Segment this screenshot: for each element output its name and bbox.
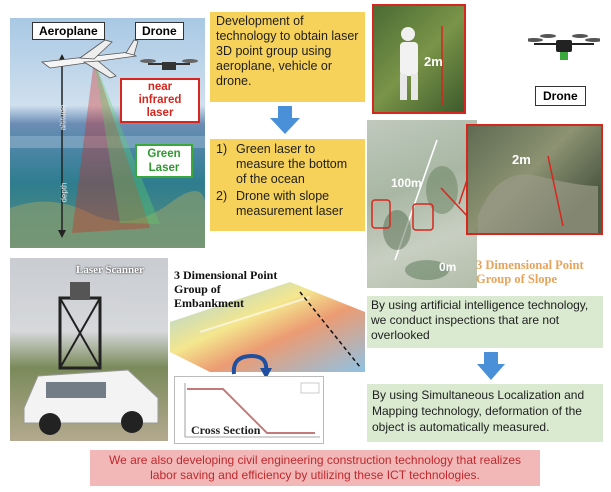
slam-text: By using Simultaneous Localization and M… [372, 388, 585, 434]
aerial-laser-photo: Aeroplane Drone near infrared laser Gree… [10, 18, 205, 248]
down-arrow-icon [477, 352, 505, 380]
cross-section-line [184, 382, 320, 438]
zero-m-label: 0m [439, 260, 457, 274]
slam-box: By using Simultaneous Localization and M… [367, 384, 603, 442]
drone-label: Drone [135, 22, 184, 40]
embankment-point-cloud: 3 Dimensional Point Group of Embankment [170, 262, 365, 372]
embankment-title: 3 Dimensional Point Group of Embankment [174, 268, 278, 310]
down-arrow-icon [270, 106, 300, 134]
method-list-box: 1) Green laser to measure the bottom of … [210, 139, 365, 231]
drone-label-right: Drone [535, 86, 586, 106]
vehicle-scanner-photo: Laser Scanner [10, 258, 168, 441]
two-m-top-label: 2m [424, 54, 443, 69]
two-m-mid-label: 2m [512, 152, 531, 167]
rock-photo: 2m [466, 124, 603, 235]
drone-icon [525, 34, 603, 60]
aeroplane-label: Aeroplane [32, 22, 105, 40]
summary-text: We are also developing civil engineering… [108, 453, 522, 482]
slope-point-cloud-image: 100m 0m [367, 120, 477, 288]
aerial-laser-graphic [10, 39, 205, 248]
hundred-m-label: 100m [391, 176, 422, 190]
near-infrared-label: near infrared laser [120, 78, 200, 123]
laser-scanner-label: Laser Scanner [76, 264, 144, 276]
embankment-graphic [170, 282, 365, 372]
cross-section-label: Cross Section [191, 423, 261, 437]
cross-section-chart: Cross Section [174, 376, 324, 444]
worker-figure [400, 26, 443, 106]
ai-inspection-text: By using artificial intelligence technol… [371, 298, 589, 342]
summary-banner: We are also developing civil engineering… [90, 450, 540, 486]
development-text-box: Development of technology to obtain lase… [210, 12, 365, 102]
ai-inspection-box: By using artificial intelligence technol… [367, 296, 603, 348]
drone-icon [140, 59, 198, 70]
worker-photo: 2m [372, 4, 466, 114]
scanner-vehicle-graphic [23, 282, 159, 435]
list-item: 1) Green laser to measure the bottom of … [216, 142, 348, 186]
depth-label: depth [59, 182, 69, 203]
slope-title: 3 Dimensional Point Group of Slope [476, 258, 584, 286]
development-text: Development of technology to obtain lase… [216, 14, 359, 88]
altitude-label: altitude [58, 104, 68, 131]
drone-photo [525, 18, 603, 78]
rock-graphic [478, 155, 598, 233]
green-laser-label: Green Laser [135, 144, 193, 178]
list-item: 2) Drone with slope measurement laser [216, 189, 343, 218]
aeroplane-icon [40, 39, 139, 79]
curved-arrow-icon [231, 353, 272, 379]
